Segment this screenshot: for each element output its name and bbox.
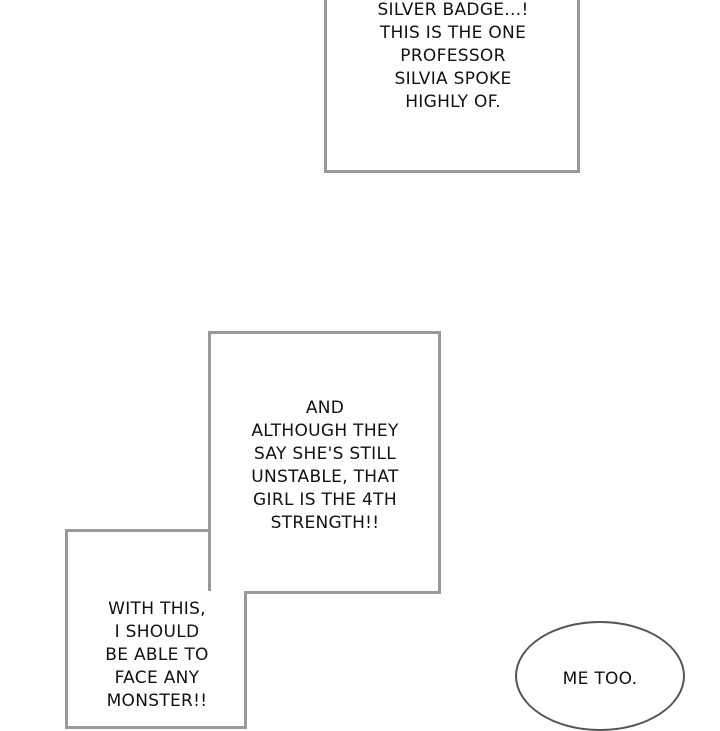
text-line: PROFESSOR [400, 46, 506, 66]
text-line: SILVIA SPOKE [394, 69, 512, 89]
box3-edge-cover [208, 591, 244, 711]
text-line: BE ABLE TO [105, 645, 209, 665]
narration-text-3: WITH THIS, I SHOULD BE ABLE TO FACE ANY … [68, 598, 246, 713]
box3-right-edge [244, 591, 247, 711]
text-line: AND [305, 398, 345, 418]
text-line: GIRL IS THE 4TH [253, 490, 397, 510]
text-line: SILVER BADGE...! [377, 0, 529, 20]
text-line: STRENGTH!! [270, 513, 380, 533]
narration-text-1: SILVER BADGE...! THIS IS THE ONE PROFESS… [330, 0, 576, 114]
text-line: HIGHLY OF. [405, 92, 501, 112]
text-line: I SHOULD [114, 622, 200, 642]
narration-box-1 [324, 0, 580, 173]
text-line: WITH THIS, [108, 599, 206, 619]
narration-box-2 [208, 331, 441, 594]
speech-bubble-text: ME TOO. [562, 669, 638, 689]
text-line: MONSTER!! [106, 691, 208, 711]
box3-top-join [244, 591, 441, 594]
narration-text-2: AND ALTHOUGH THEY SAY SHE'S STILL UNSTAB… [212, 397, 438, 535]
text-line: SAY SHE'S STILL [253, 444, 397, 464]
text-line: UNSTABLE, THAT [251, 467, 399, 487]
text-line: ALTHOUGH THEY [251, 421, 399, 441]
text-line: FACE ANY [114, 668, 200, 688]
text-line: THIS IS THE ONE [379, 23, 527, 43]
